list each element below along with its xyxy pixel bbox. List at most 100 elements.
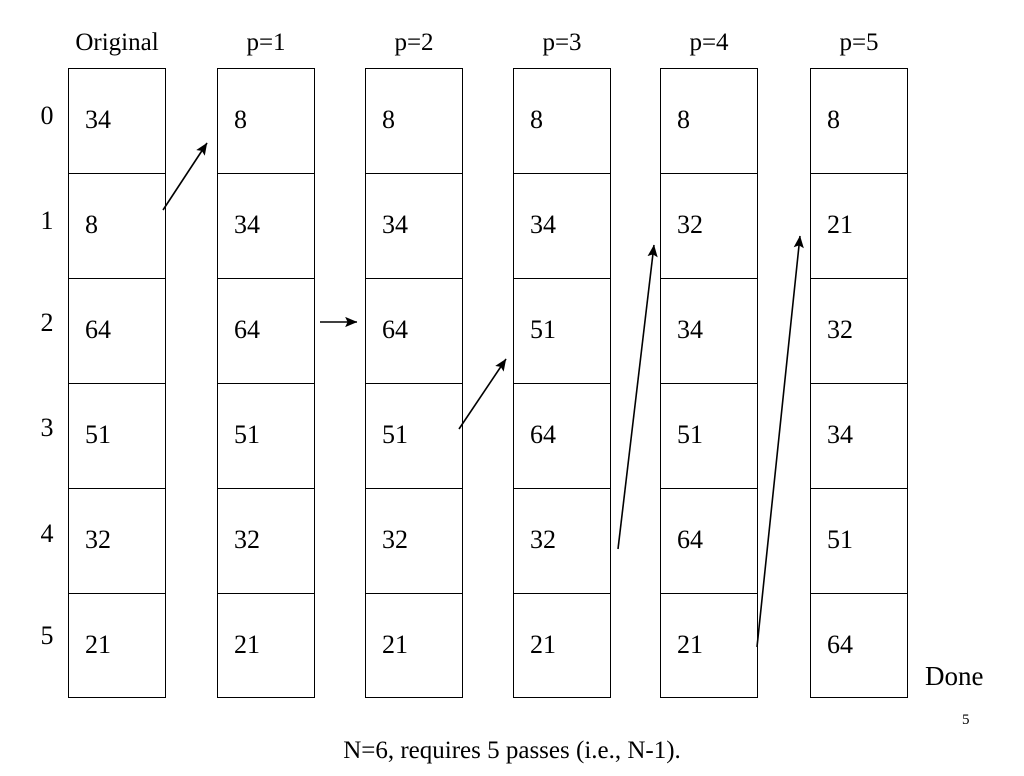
array-cell-value: 8: [234, 105, 247, 134]
array-cell-value: 51: [234, 420, 260, 449]
array-cell: 8: [661, 69, 757, 174]
array-cell-value: 51: [677, 420, 703, 449]
array-cell: 34: [811, 384, 907, 489]
array-column-p-3: p=3 8 34 51 64 32 21: [513, 30, 611, 698]
array-cell: 32: [661, 174, 757, 279]
array-cell: 34: [69, 69, 165, 174]
array-cell: 51: [661, 384, 757, 489]
array-cell-value: 32: [530, 525, 556, 554]
arrow-p3-to-p4: [617, 244, 658, 550]
array-cell: 32: [366, 489, 462, 594]
array-cell: 8: [218, 69, 314, 174]
array-column-p-1: p=1 8 34 64 51 32 21: [217, 30, 315, 698]
array-cell: 34: [514, 174, 610, 279]
array-cell-value: 32: [85, 525, 111, 554]
array-cell-value: 64: [382, 315, 408, 344]
array-cell: 32: [69, 489, 165, 594]
row-index-4: 4: [40, 519, 54, 548]
array-cell-value: 21: [530, 630, 556, 659]
array-cell: 21: [218, 594, 314, 699]
array-cell: 64: [366, 279, 462, 384]
array-cell: 51: [366, 384, 462, 489]
column-header: p=5: [839, 29, 879, 56]
array-cell: 34: [661, 279, 757, 384]
slide-caption: N=6, requires 5 passes (i.e., N-1).: [343, 737, 681, 764]
row-index-2: 2: [40, 308, 54, 337]
array-cell: 21: [514, 594, 610, 699]
array-cell: 64: [661, 489, 757, 594]
array-cell: 8: [514, 69, 610, 174]
array-cell-value: 34: [382, 210, 408, 239]
array-cell-value: 34: [85, 105, 111, 134]
array-column-p-4: p=4 8 32 34 51 64 21: [660, 30, 758, 698]
array-cell: 21: [366, 594, 462, 699]
column-header: p=1: [246, 29, 286, 56]
array-box: 8 34 64 51 32 21: [365, 68, 463, 698]
array-cell-value: 64: [677, 525, 703, 554]
array-column-p-5: p=5 8 21 32 34 51 64: [810, 30, 908, 698]
array-cell: 8: [811, 69, 907, 174]
column-header: p=3: [542, 29, 582, 56]
arrow-original-to-p1: [162, 142, 208, 211]
array-cell: 34: [218, 174, 314, 279]
array-column-original: Original 34 8 64 51 32 21: [68, 30, 166, 698]
array-cell: 64: [514, 384, 610, 489]
row-index-1: 1: [40, 206, 54, 235]
array-cell-value: 64: [827, 630, 853, 659]
array-cell-value: 51: [827, 525, 853, 554]
array-cell: 32: [811, 279, 907, 384]
column-header: Original: [75, 29, 159, 56]
column-header: p=4: [689, 29, 729, 56]
array-cell: 21: [69, 594, 165, 699]
array-box: 8 34 64 51 32 21: [217, 68, 315, 698]
array-cell: 8: [366, 69, 462, 174]
array-cell-value: 64: [530, 420, 556, 449]
array-cell-value: 32: [382, 525, 408, 554]
array-cell-value: 51: [530, 315, 556, 344]
array-cell: 51: [218, 384, 314, 489]
array-cell: 51: [514, 279, 610, 384]
array-cell: 51: [811, 489, 907, 594]
array-cell: 8: [69, 174, 165, 279]
array-cell-value: 8: [827, 105, 840, 134]
array-cell-value: 8: [677, 105, 690, 134]
array-cell: 32: [514, 489, 610, 594]
array-cell: 32: [218, 489, 314, 594]
array-cell: 64: [218, 279, 314, 384]
array-cell-value: 21: [827, 210, 853, 239]
row-index-0: 0: [40, 101, 54, 130]
arrow-p4-to-p5: [756, 235, 804, 648]
array-cell-value: 32: [827, 315, 853, 344]
array-cell-value: 32: [677, 210, 703, 239]
array-cell: 64: [811, 594, 907, 699]
array-cell-value: 51: [382, 420, 408, 449]
array-box: 8 32 34 51 64 21: [660, 68, 758, 698]
array-cell-value: 64: [234, 315, 260, 344]
row-index-3: 3: [40, 413, 54, 442]
row-index-5: 5: [40, 621, 54, 650]
array-cell-value: 21: [382, 630, 408, 659]
array-cell: 34: [366, 174, 462, 279]
array-cell-value: 21: [234, 630, 260, 659]
array-cell-value: 34: [530, 210, 556, 239]
array-cell: 21: [811, 174, 907, 279]
array-cell: 64: [69, 279, 165, 384]
array-cell-value: 8: [382, 105, 395, 134]
array-cell-value: 51: [85, 420, 111, 449]
column-header: p=2: [394, 29, 434, 56]
array-cell-value: 34: [677, 315, 703, 344]
array-cell-value: 8: [530, 105, 543, 134]
done-label: Done: [925, 661, 984, 691]
array-cell-value: 32: [234, 525, 260, 554]
arrow-p2-to-p3: [458, 358, 507, 430]
array-cell-value: 8: [85, 210, 98, 239]
array-box: 8 34 51 64 32 21: [513, 68, 611, 698]
array-cell-value: 21: [677, 630, 703, 659]
array-cell: 21: [661, 594, 757, 699]
array-box: 8 21 32 34 51 64: [810, 68, 908, 698]
array-box: 34 8 64 51 32 21: [68, 68, 166, 698]
slide-number: 5: [962, 712, 970, 728]
array-cell-value: 64: [85, 315, 111, 344]
array-cell-value: 34: [234, 210, 260, 239]
